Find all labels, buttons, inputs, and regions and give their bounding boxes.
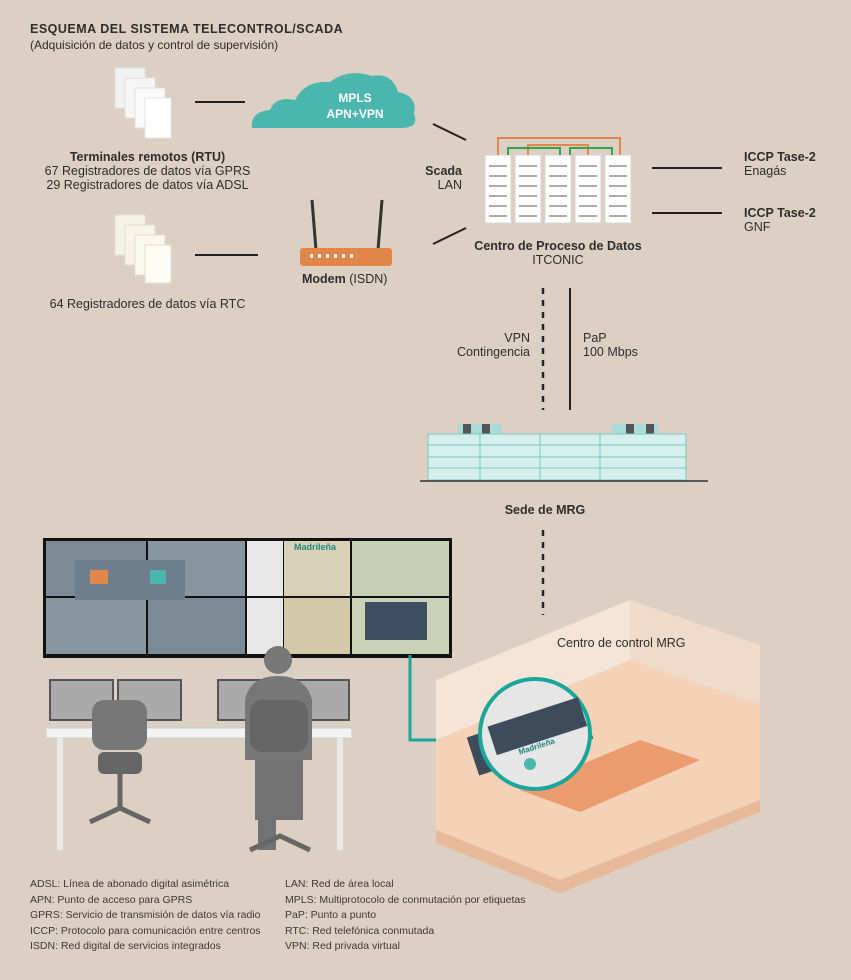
rtc-documents-icon: [114, 214, 172, 284]
video-wall-logo: Madrileña: [294, 542, 337, 552]
rtu-rtc-label: 64 Registradores de datos vía RTC: [49, 297, 246, 311]
pap-line2: 100 Mbps: [583, 345, 638, 359]
modem-icon: [300, 199, 392, 266]
page-subtitle: (Adquisición de datos y control de super…: [30, 38, 279, 52]
legend-item: APN: Punto de acceso para GPRS: [30, 893, 193, 906]
cpd-title: Centro de Proceso de Datos: [474, 239, 642, 253]
legend-item: GPRS: Servicio de transmisión de datos v…: [30, 909, 261, 921]
iccp-enagas-label: ICCP Tase-2 Enagás: [744, 150, 816, 178]
sede-label: Sede de MRG: [504, 503, 586, 517]
scada-title: Scada: [425, 164, 462, 178]
mpls-cloud-icon: [251, 73, 416, 128]
mpls-label: MPLS APN+VPN: [300, 90, 410, 122]
server-rack-icon: [484, 137, 632, 224]
video-wall: [43, 538, 452, 658]
cpd-label: Centro de Proceso de Datos ITCONIC: [458, 239, 658, 267]
operator-desks: [45, 646, 353, 853]
rtu-line1: 67 Registradores de datos vía GPRS: [44, 164, 251, 178]
legend-right: LAN: Red de área local MPLS: Multiprotoc…: [285, 877, 555, 955]
page-title: ESQUEMA DEL SISTEMA TELECONTROL/SCADA: [30, 22, 344, 36]
iccp-enagas-sub: Enagás: [744, 164, 787, 178]
mpls-line1: MPLS: [338, 91, 372, 105]
mpls-line2: APN+VPN: [326, 107, 384, 121]
vpn-label: VPN Contingencia: [430, 331, 530, 359]
scada-sub: LAN: [437, 178, 462, 192]
legend-item: ADSL: Línea de abonado digital asimétric…: [30, 878, 230, 890]
rtu-title: Terminales remotos (RTU): [69, 150, 226, 164]
iccp-gnf-sub: GNF: [744, 220, 771, 234]
pap-label: PaP 100 Mbps: [583, 331, 638, 359]
rtu-block: Terminales remotos (RTU) 67 Registradore…: [20, 150, 275, 192]
legend-item: LAN: Red de área local: [285, 878, 394, 890]
legend-item: PaP: Punto a punto: [285, 909, 377, 921]
legend-item: VPN: Red privada virtual: [285, 940, 400, 952]
modem-label: Modem (ISDN): [302, 272, 387, 286]
vpn-line1: VPN: [504, 331, 530, 345]
rtu-line2: 29 Registradores de datos vía ADSL: [46, 178, 249, 192]
legend-item: ISDN: Red digital de servicios integrado…: [30, 940, 221, 952]
modem-label-bold: Modem: [302, 272, 346, 286]
legend-item: ICCP: Protocolo para comunicación entre …: [30, 924, 261, 937]
vpn-line2: Contingencia: [457, 345, 530, 359]
control-center-label: Centro de control MRG: [557, 636, 686, 650]
scada-label: Scada LAN: [402, 164, 462, 192]
pap-line1: PaP: [583, 331, 607, 345]
legend-item: MPLS: Multiprotocolo de conmutación por …: [285, 893, 526, 906]
iccp-enagas-title: ICCP Tase-2: [744, 150, 816, 164]
building-icon: [420, 424, 708, 482]
cpd-sub: ITCONIC: [532, 253, 584, 267]
legend-item: RTC: Red telefónica conmutada: [285, 924, 435, 937]
iccp-gnf-label: ICCP Tase-2 GNF: [744, 206, 816, 234]
rtu-documents-icon: [114, 67, 172, 139]
modem-label-rest: (ISDN): [345, 272, 388, 286]
legend-left: ADSL: Línea de abonado digital asimétric…: [30, 877, 280, 955]
iccp-gnf-title: ICCP Tase-2: [744, 206, 816, 220]
